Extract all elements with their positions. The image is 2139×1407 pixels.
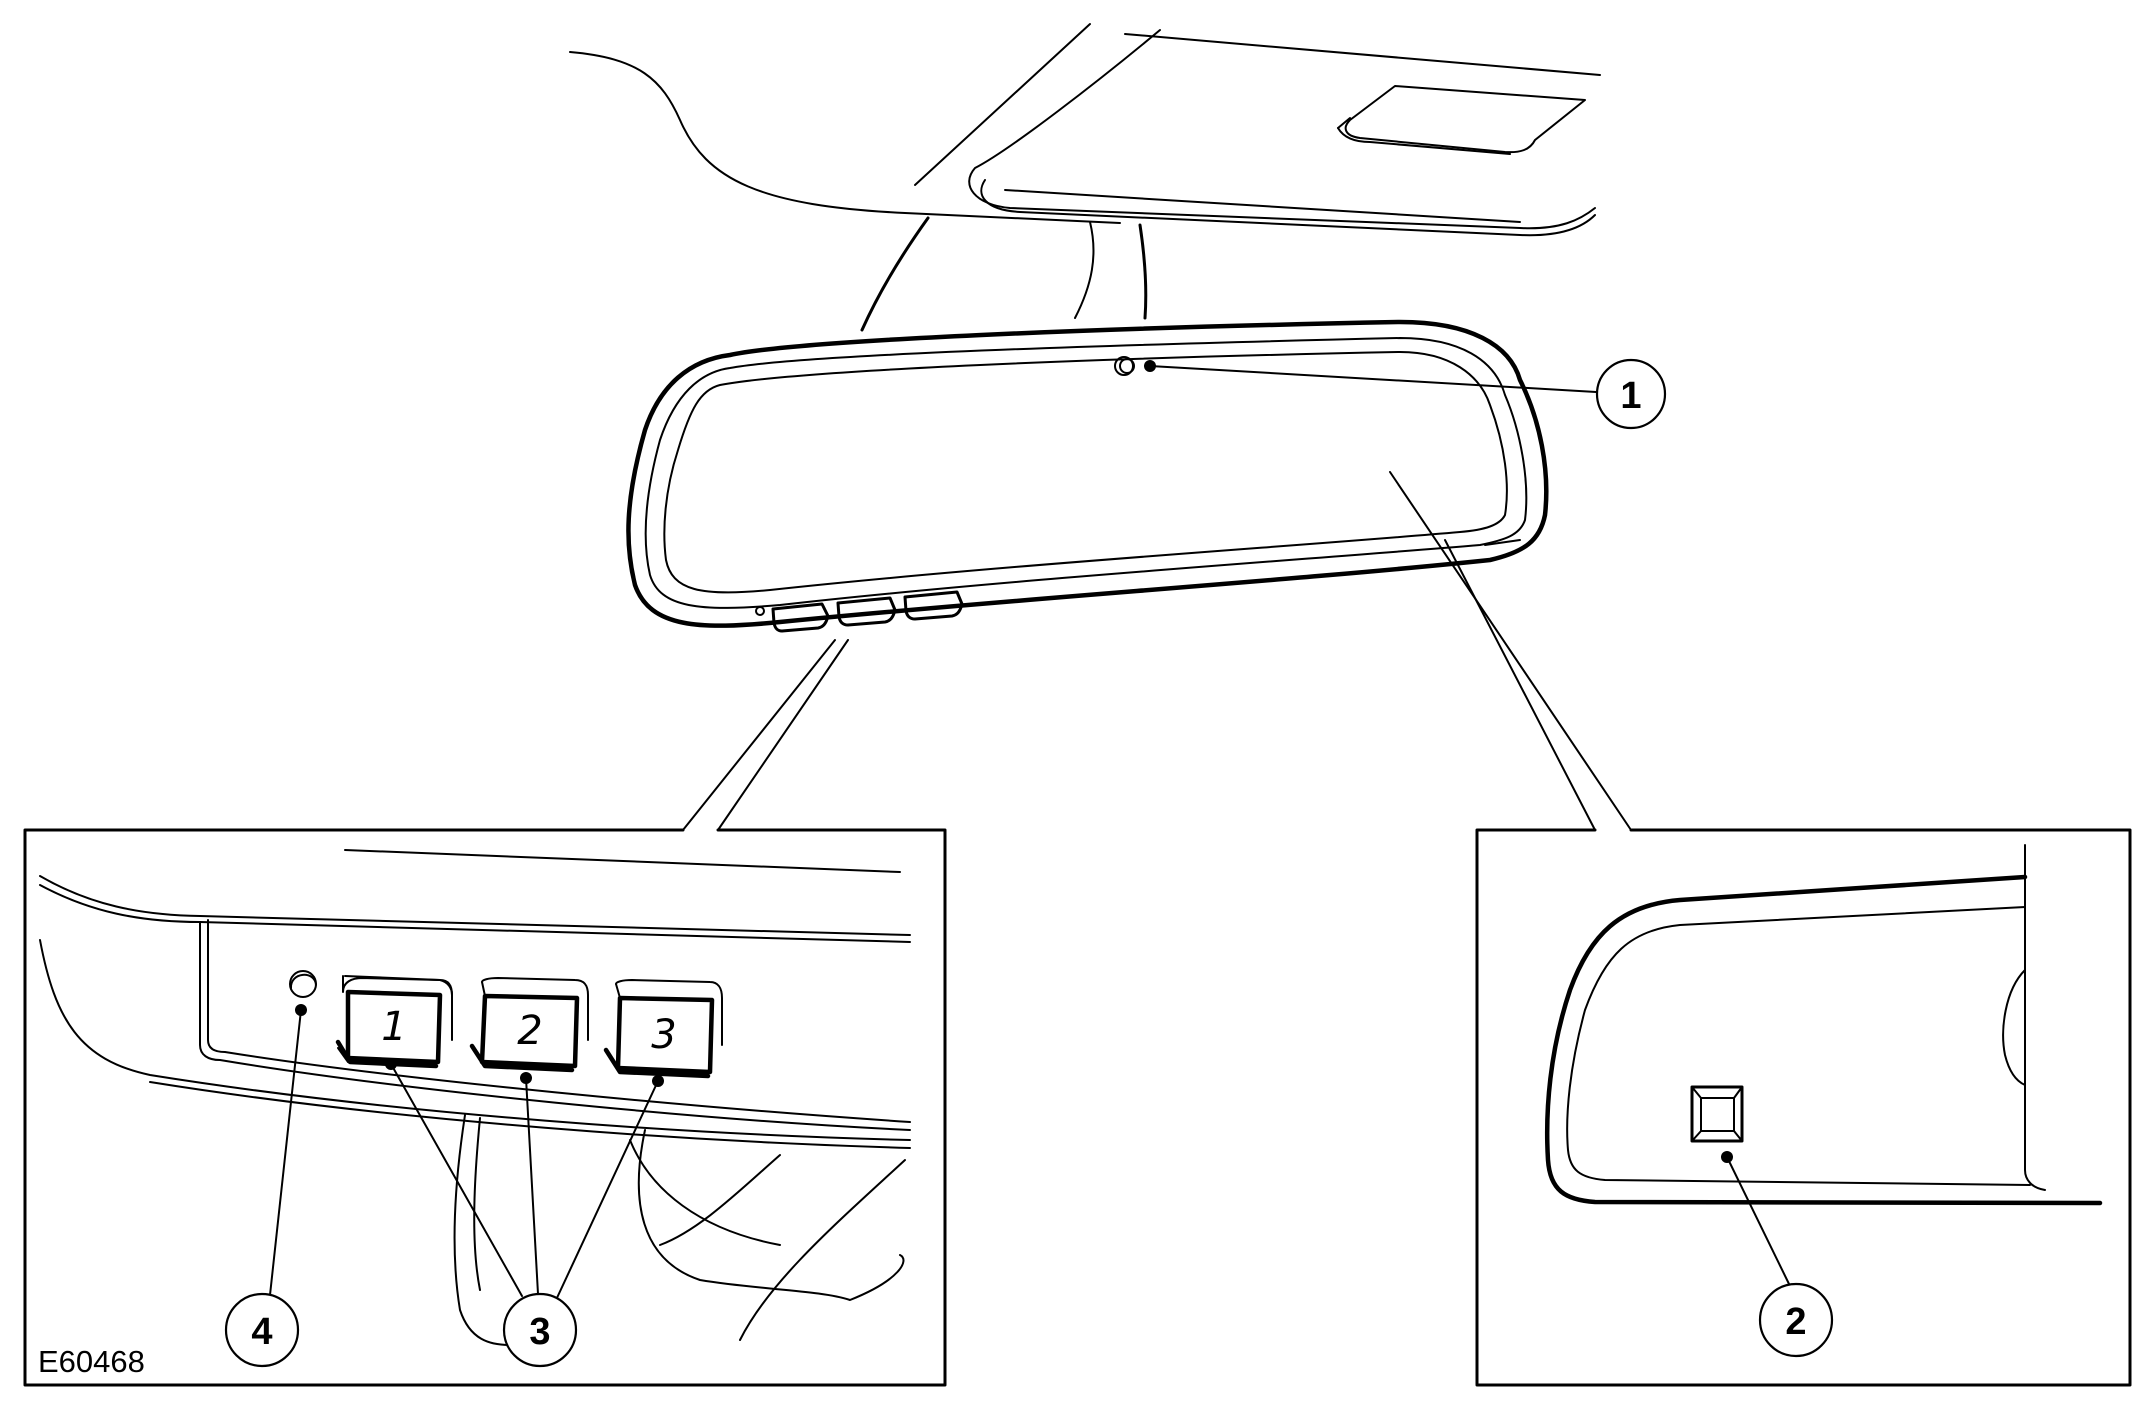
callout-4-label: 4 [251, 1311, 272, 1353]
roof-switch [1337, 85, 1586, 155]
reference-code: E60468 [38, 1344, 145, 1379]
memory-button-3[interactable]: 3 [603, 979, 723, 1079]
mirror-bottom-buttons [755, 590, 964, 633]
callout-3-label: 3 [529, 1311, 550, 1353]
mirror-stem [860, 216, 1148, 332]
memory-button-2[interactable]: 2 [469, 977, 589, 1073]
light-sensor-rear [289, 970, 317, 998]
callout-4: 4 [224, 1004, 307, 1368]
detail-box-buttons: 1 2 3 4 [23, 828, 947, 1387]
callout-1-label: 1 [1620, 375, 1641, 417]
detail-leader-right [1389, 471, 1632, 831]
callout-2: 2 [1721, 1151, 1834, 1358]
callout-1: 1 [1144, 358, 1667, 430]
light-sensor-front [1114, 356, 1135, 376]
rear-view-mirror [626, 319, 1549, 628]
detail-box-rear-sensor: 2 [1475, 828, 2132, 1387]
callout-3: 3 [385, 1058, 664, 1368]
callout-2-label: 2 [1785, 1301, 1806, 1343]
memory-button-3-label: 3 [651, 1012, 676, 1058]
memory-button-2-label: 2 [517, 1008, 542, 1054]
headliner-outline [569, 23, 1601, 237]
rear-light-sensor-square [1690, 1085, 1744, 1143]
detail-leader-left [682, 639, 849, 831]
memory-button-1-label: 1 [381, 1004, 406, 1050]
memory-button-1[interactable]: 1 [335, 975, 453, 1069]
